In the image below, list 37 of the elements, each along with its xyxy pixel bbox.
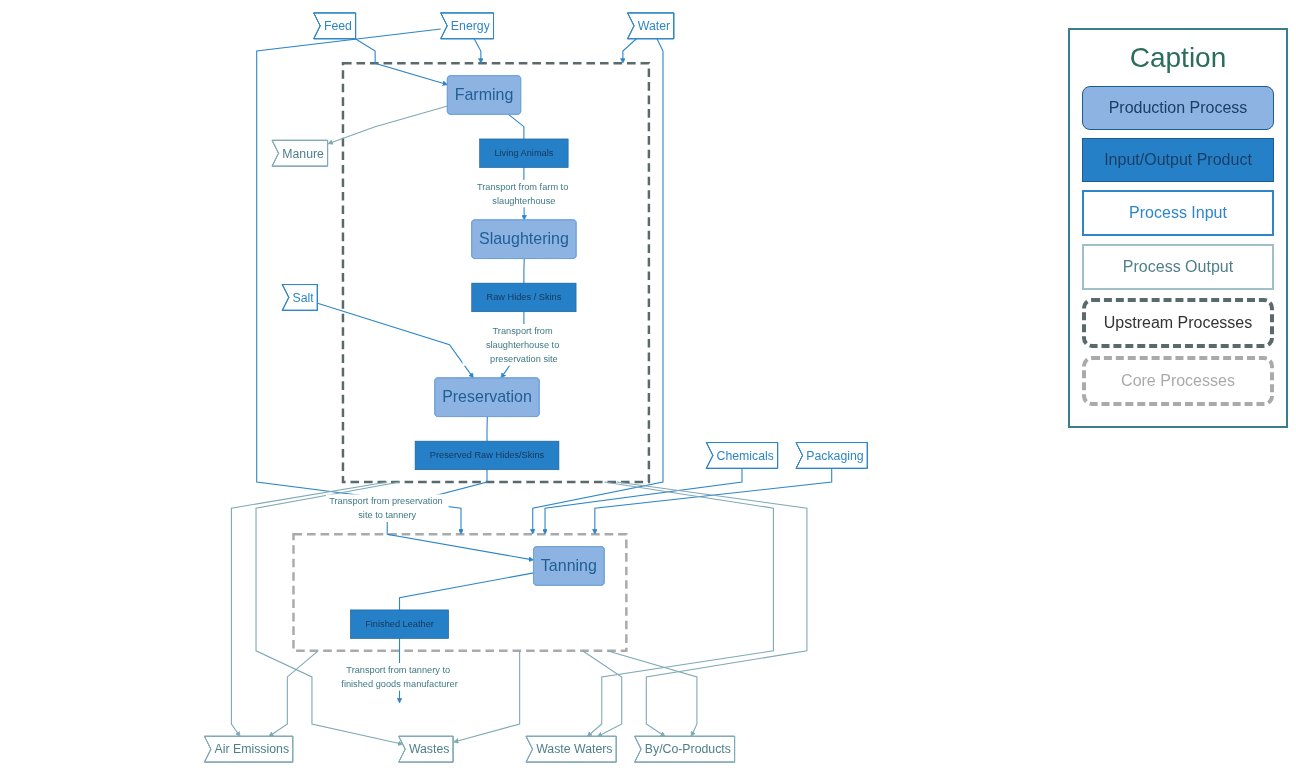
arrow (327, 105, 449, 145)
arrow (616, 481, 808, 737)
arrow (256, 28, 464, 535)
legend-sample: Process Output (1082, 244, 1274, 290)
legend-swatch: Production Process (1082, 86, 1274, 130)
legend-sample: Upstream Processes (1082, 298, 1274, 348)
arrow (542, 467, 743, 535)
arrow (473, 38, 484, 64)
arrow (355, 38, 448, 86)
arrow (592, 467, 833, 535)
arrow (606, 650, 698, 737)
connector (508, 114, 525, 140)
arrow (530, 38, 664, 535)
arrow (581, 650, 623, 737)
connector (486, 416, 488, 442)
connector (523, 258, 525, 284)
arrow (317, 302, 474, 379)
connector (398, 572, 535, 611)
arrow (230, 481, 388, 737)
arrow (453, 650, 521, 744)
cluster (341, 62, 651, 484)
legend-title: Caption (1128, 42, 1228, 74)
legend-sample: Process Input (1082, 190, 1274, 236)
node-box: Finished Leather (350, 609, 449, 639)
edge-label: Transport from preservation site to tannery (329, 495, 443, 520)
arrow (268, 650, 319, 737)
node-box: Living Animals (479, 138, 569, 168)
cluster (292, 533, 628, 653)
legend-sample: Core Processes (1082, 356, 1274, 406)
edge-label: Transport from tannery to finished goods manufacturer (341, 664, 458, 689)
arrow (586, 481, 774, 737)
edge-label: Transport from farm to slaughterhouse (476, 181, 569, 206)
node-box: Preserved Raw Hides/Skins (414, 440, 560, 471)
edge-label: Transport from slaughterhouse to preservation site (485, 325, 560, 364)
legend-swatch: Input/Output Product (1082, 138, 1274, 182)
arrow (620, 38, 637, 64)
node-box: Raw Hides / Skins (471, 282, 577, 313)
